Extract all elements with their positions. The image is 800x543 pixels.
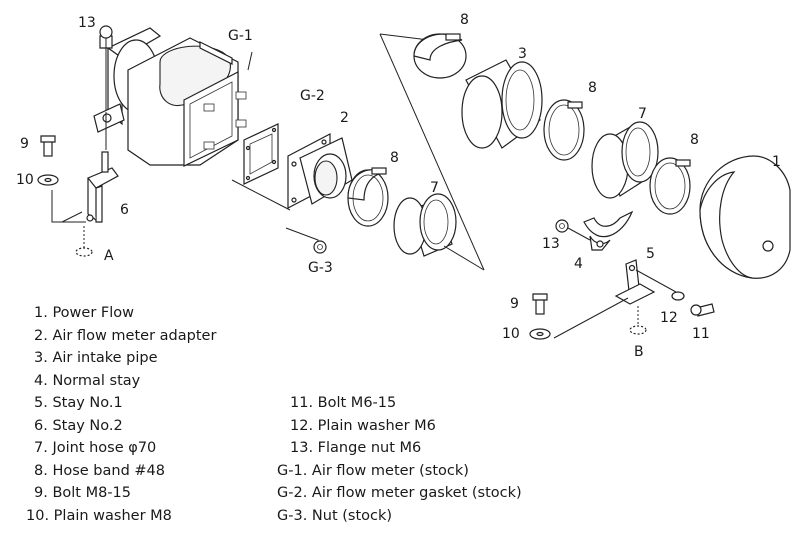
callout-3: 3 <box>518 46 527 62</box>
callout-2: 2 <box>340 110 349 126</box>
parts-list-item: 9. Bolt M8-15 <box>34 485 131 501</box>
parts-list-item: 13. Flange nut M6 <box>290 440 421 456</box>
parts-list-item: G-2. Air flow meter gasket (stock) <box>277 485 522 501</box>
callout-labels: 13 G-1 G-2 2 8 3 8 7 8 1 9 10 6 A 8 7 G-… <box>16 12 781 360</box>
parts-list-item: G-3. Nut (stock) <box>277 508 392 524</box>
parts-list-item: 10. Plain washer M8 <box>26 508 172 524</box>
parts-list-item: G-1. Air flow meter (stock) <box>277 463 469 479</box>
callout-4: 4 <box>574 256 583 272</box>
callout-9-right: 9 <box>510 296 519 312</box>
air-flow-meter-gasket-drawing <box>243 123 279 185</box>
callout-7-right: 7 <box>638 106 647 122</box>
callout-8-mid: 8 <box>588 80 597 96</box>
callout-1: 1 <box>772 154 781 170</box>
air-flow-meter-drawing <box>106 27 247 167</box>
stock-nut-drawing <box>285 227 327 254</box>
callout-13-right: 13 <box>542 236 560 252</box>
parts-list-item: 2. Air flow meter adapter <box>34 328 216 344</box>
leader-lines <box>231 33 485 271</box>
joint-hose-right-drawing <box>591 121 659 199</box>
callout-7-left: 7 <box>430 180 439 196</box>
power-flow-filter-drawing <box>699 155 791 279</box>
callout-g2: G-2 <box>300 88 325 104</box>
callout-6: 6 <box>120 202 129 218</box>
callout-10-right: 10 <box>502 326 520 342</box>
hose-band-right-drawing <box>649 157 691 215</box>
parts-list-item: 3. Air intake pipe <box>34 350 158 366</box>
callout-12: 12 <box>660 310 678 326</box>
stay-and-bolt-left-drawing <box>37 25 125 257</box>
callout-8-top: 8 <box>460 12 469 28</box>
callout-a: A <box>104 248 114 264</box>
callout-8-right: 8 <box>690 132 699 148</box>
parts-list-item: 11. Bolt M6-15 <box>290 395 396 411</box>
parts-list-item: 8. Hose band #48 <box>34 463 165 479</box>
callout-11: 11 <box>692 326 710 342</box>
hose-band-top-drawing <box>413 33 467 79</box>
callout-13-top: 13 <box>78 15 96 31</box>
hose-band-left-drawing <box>347 167 389 227</box>
stay-no1-drawing <box>555 210 634 251</box>
parts-list-item: 4. Normal stay <box>34 373 141 389</box>
parts-list-item: 6. Stay No.2 <box>34 418 123 434</box>
callout-10-left: 10 <box>16 172 34 188</box>
parts-list-item: 7. Joint hose φ70 <box>34 440 156 456</box>
stay-right-bracket-drawing <box>529 259 715 340</box>
parts-list: 1. Power Flow 2. Air flow meter adapter … <box>26 305 522 524</box>
air-flow-meter-adapter-drawing <box>287 133 353 209</box>
callout-8-lower: 8 <box>390 150 399 166</box>
callout-5: 5 <box>646 246 655 262</box>
air-intake-pipe-drawing <box>461 59 543 149</box>
callout-g1: G-1 <box>228 28 253 44</box>
parts-list-item: 5. Stay No.1 <box>34 395 123 411</box>
callout-b: B <box>634 344 644 360</box>
parts-list-item: 1. Power Flow <box>34 305 134 321</box>
joint-hose-left-drawing <box>393 193 457 257</box>
callout-9-left: 9 <box>20 136 29 152</box>
hose-band-middle-drawing <box>543 99 585 161</box>
callout-g3: G-3 <box>308 260 333 276</box>
parts-list-item: 12. Plain washer M6 <box>290 418 436 434</box>
